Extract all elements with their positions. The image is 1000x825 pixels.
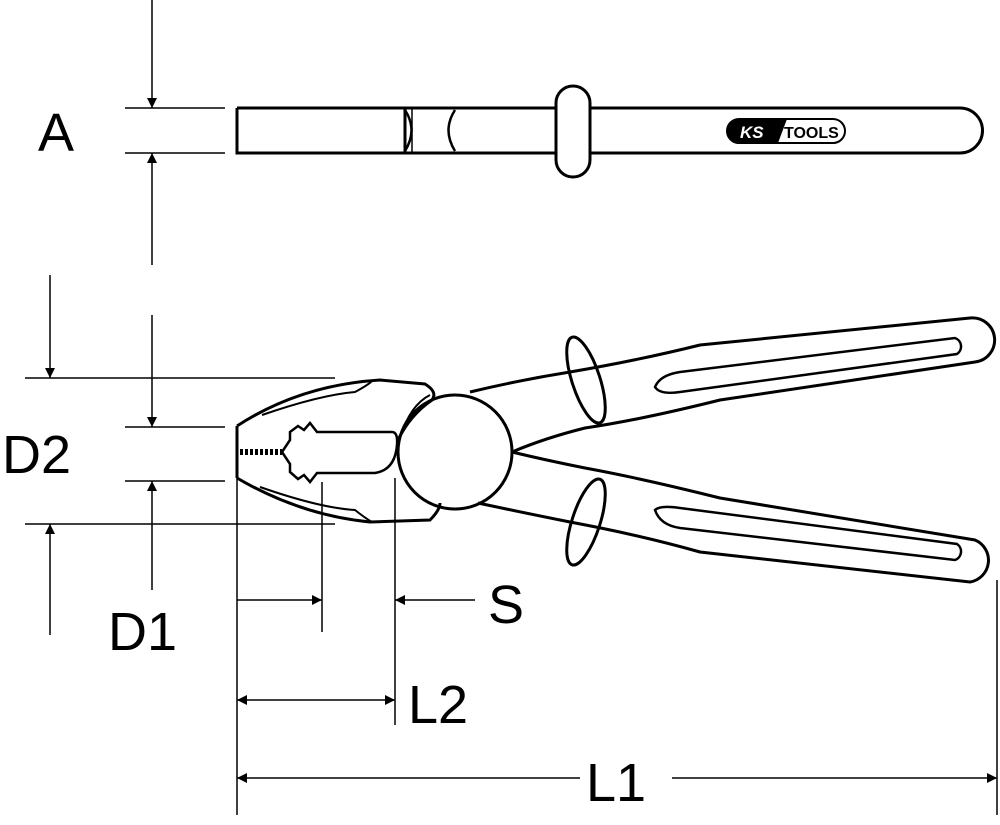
pivot-joint: [396, 393, 514, 511]
label-d1: D1: [108, 602, 178, 662]
label-a: A: [38, 103, 75, 163]
svg-text:KS: KS: [740, 123, 764, 142]
grip-ring: [554, 84, 592, 179]
dimension-d: [25, 275, 335, 635]
top-view: [235, 84, 984, 179]
label-d2: D2: [2, 425, 72, 485]
label-s: S: [488, 575, 525, 635]
svg-text:TOOLS: TOOLS: [784, 125, 839, 142]
ks-tools-logo: KS TOOLS: [726, 118, 846, 144]
label-l2: L2: [408, 675, 469, 735]
dimension-a: [125, 0, 225, 265]
upper-grip: [565, 335, 607, 425]
lower-grip: [565, 477, 607, 567]
side-view: [235, 316, 997, 584]
label-l1: L1: [586, 753, 647, 813]
dimension-lengths: [236, 430, 998, 815]
